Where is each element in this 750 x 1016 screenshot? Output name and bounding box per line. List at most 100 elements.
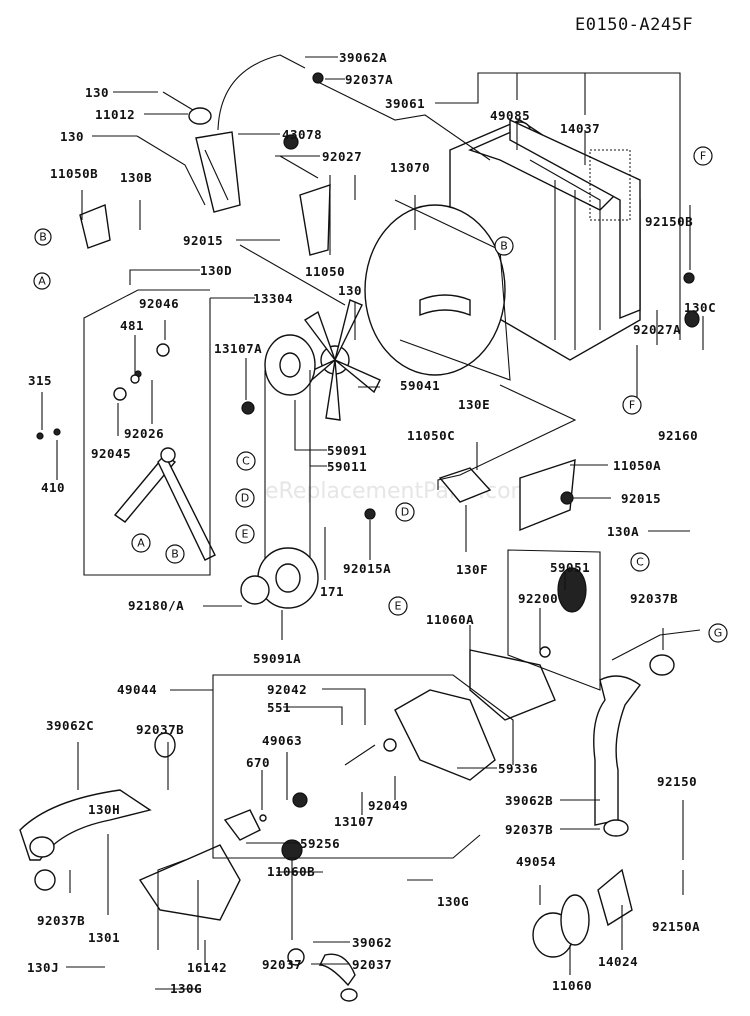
ref-circle-d-2: D xyxy=(395,502,415,522)
svg-text:G: G xyxy=(714,627,723,640)
part-label-11050C: 11050C xyxy=(407,428,455,443)
ref-circle-f-1: F xyxy=(693,146,713,166)
part-label-13304: 13304 xyxy=(253,291,293,306)
diagram-code: E0150-A245F xyxy=(575,15,693,35)
part-label-49063: 49063 xyxy=(262,733,302,748)
svg-text:D: D xyxy=(401,506,409,519)
part-label-130: 130 xyxy=(85,85,109,100)
part-label-59051: 59051 xyxy=(550,560,590,575)
part-label-16142: 16142 xyxy=(187,960,227,975)
part-label-92150A: 92150A xyxy=(652,919,700,934)
part-label-92037A: 92037A xyxy=(345,72,393,87)
part-label-481: 481 xyxy=(120,318,144,333)
thermostat-housing-drawing xyxy=(19,72,700,1002)
part-labels: 39062A 92037A 130 11012 130 43078 92027 … xyxy=(27,50,716,996)
ref-circle-a-1: A xyxy=(33,272,51,290)
part-label-13107: 13107 xyxy=(334,814,374,829)
part-label-315: 315 xyxy=(28,373,52,388)
part-label-13070: 13070 xyxy=(390,160,430,175)
part-label-11050B: 11050B xyxy=(50,166,98,181)
part-label-92037: 92037 xyxy=(262,957,302,972)
part-label-92037B: 92037B xyxy=(505,822,553,837)
svg-text:B: B xyxy=(500,240,508,253)
part-label-92037B: 92037B xyxy=(37,913,85,928)
tensioner-arm-drawing xyxy=(36,343,255,561)
part-label-92037B: 92037B xyxy=(136,722,184,737)
part-label-92150: 92150 xyxy=(657,774,697,789)
part-label-130F: 130F xyxy=(456,562,488,577)
part-label-130E: 130E xyxy=(458,397,490,412)
part-label-14037: 14037 xyxy=(560,121,600,136)
fan-shroud-drawing xyxy=(364,199,511,381)
part-label-130J: 130J xyxy=(27,960,59,975)
svg-text:B: B xyxy=(171,548,179,561)
leader-lines xyxy=(41,56,704,990)
ref-circle-c-2: C xyxy=(630,552,650,572)
ref-circle-e-2: E xyxy=(388,596,408,616)
part-label-92015: 92015 xyxy=(621,491,661,506)
part-label-92015: 92015 xyxy=(183,233,223,248)
brackets-drawing xyxy=(79,184,576,532)
part-label-92037: 92037 xyxy=(352,957,392,972)
part-label-130A: 130A xyxy=(607,524,639,539)
part-label-92046: 92046 xyxy=(139,296,179,311)
water-pump-drawing xyxy=(223,649,556,841)
svg-text:A: A xyxy=(38,275,46,288)
svg-text:F: F xyxy=(629,399,635,412)
part-label-92049: 92049 xyxy=(368,798,408,813)
part-label-130D: 130D xyxy=(200,263,232,278)
part-label-11060: 11060 xyxy=(552,978,592,993)
part-label-13107A: 13107A xyxy=(214,341,262,356)
part-label-39062A: 39062A xyxy=(339,50,387,65)
part-label-130: 130 xyxy=(60,129,84,144)
part-label-11050A: 11050A xyxy=(613,458,661,473)
svg-text:C: C xyxy=(242,455,250,468)
part-label-130B: 130B xyxy=(120,170,152,185)
part-label-92160: 92160 xyxy=(658,428,698,443)
part-label-14024: 14024 xyxy=(598,954,638,969)
part-label-11012: 11012 xyxy=(95,107,135,122)
part-label-39062C: 39062C xyxy=(46,718,94,733)
part-label-92026: 92026 xyxy=(124,426,164,441)
part-label-130C: 130C xyxy=(684,300,716,315)
part-label-92045: 92045 xyxy=(91,446,131,461)
part-label-670: 670 xyxy=(246,755,270,770)
svg-text:E: E xyxy=(242,528,249,541)
part-label-130: 130 xyxy=(338,283,362,298)
part-label-43078: 43078 xyxy=(282,127,322,142)
part-label-92180A: 92180/A xyxy=(128,598,184,613)
part-label-59336: 59336 xyxy=(498,761,538,776)
part-label-92027A: 92027A xyxy=(633,322,681,337)
svg-text:C: C xyxy=(636,556,644,569)
ref-circle-e-1: E xyxy=(235,524,255,544)
part-label-92027: 92027 xyxy=(322,149,362,164)
part-label-171: 171 xyxy=(320,584,344,599)
reservoir-tank-drawing xyxy=(188,54,306,213)
belt-pulley-drawing xyxy=(240,334,319,609)
ref-circle-f-2: F xyxy=(622,395,642,415)
ref-circle-g: G xyxy=(708,623,728,643)
watermark: eReplacementParts.com xyxy=(265,479,532,504)
part-label-92042: 92042 xyxy=(267,682,307,697)
svg-text:D: D xyxy=(241,492,249,505)
ref-circle-b-2: B xyxy=(494,236,514,256)
part-label-130G: 130G xyxy=(437,894,469,909)
part-label-11060B: 11060B xyxy=(267,864,315,879)
svg-text:B: B xyxy=(39,231,47,244)
part-label-11050: 11050 xyxy=(305,264,345,279)
svg-text:A: A xyxy=(137,537,145,550)
part-label-130G: 130G xyxy=(170,981,202,996)
part-label-92200: 92200 xyxy=(518,591,558,606)
part-label-39061: 39061 xyxy=(385,96,425,111)
ref-circle-d-1: D xyxy=(235,488,255,508)
part-label-130H: 130H xyxy=(88,802,120,817)
svg-text:F: F xyxy=(700,150,706,163)
part-label-49054: 49054 xyxy=(516,854,556,869)
part-label-59091A: 59091A xyxy=(253,651,301,666)
part-label-59256: 59256 xyxy=(300,836,340,851)
part-label-59011: 59011 xyxy=(327,459,367,474)
part-label-49044: 49044 xyxy=(117,682,157,697)
part-label-49085: 49085 xyxy=(490,108,530,123)
part-label-59041: 59041 xyxy=(400,378,440,393)
